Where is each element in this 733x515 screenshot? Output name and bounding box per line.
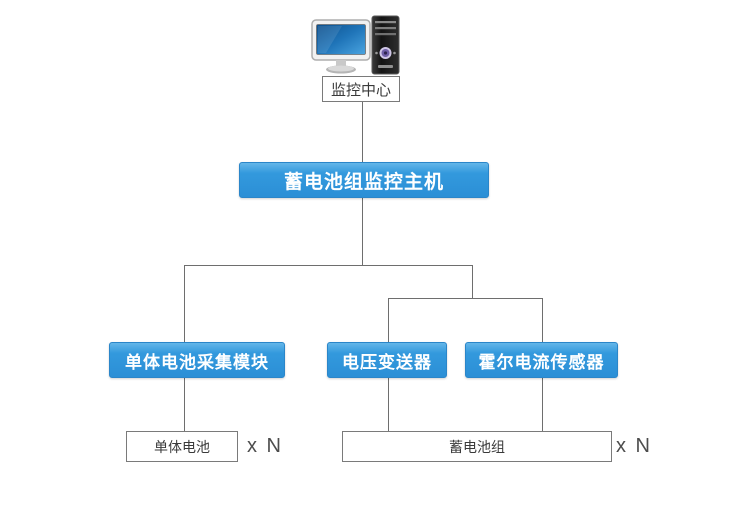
node-cell-collection-module: 单体电池采集模块 bbox=[109, 342, 285, 378]
node-single-cell-label: 单体电池 bbox=[154, 438, 210, 455]
node-cell-collection-module-label: 单体电池采集模块 bbox=[125, 352, 269, 372]
node-hall-current-sensor: 霍尔电流传感器 bbox=[465, 342, 618, 378]
monitor-icon bbox=[311, 19, 371, 74]
node-battery-pack: 蓄电池组 bbox=[342, 431, 612, 462]
connector-module-to-cell bbox=[184, 378, 185, 431]
node-battery-monitoring-host-label: 蓄电池组监控主机 bbox=[283, 171, 444, 193]
node-monitoring-center: 监控中心 bbox=[322, 76, 400, 102]
connector-branch-horizontal-2 bbox=[388, 298, 543, 299]
node-battery-monitoring-host: 蓄电池组监控主机 bbox=[239, 162, 489, 198]
connector-to-hall-sensor bbox=[542, 298, 543, 342]
node-battery-pack-label: 蓄电池组 bbox=[449, 438, 505, 455]
node-single-cell: 单体电池 bbox=[126, 431, 238, 462]
node-hall-current-sensor-label: 霍尔电流传感器 bbox=[478, 352, 605, 372]
node-voltage-transmitter: 电压变送器 bbox=[327, 342, 447, 378]
computer-icon bbox=[311, 15, 400, 75]
connector-hall-to-pack bbox=[542, 378, 543, 431]
connector-to-voltage-transmitter bbox=[388, 298, 389, 342]
tower-icon bbox=[371, 15, 400, 75]
connector-host-down bbox=[362, 198, 363, 265]
single-cell-multiplier: x N bbox=[247, 435, 283, 457]
connector-vt-to-pack bbox=[388, 378, 389, 431]
connector-branch-horizontal-1 bbox=[184, 265, 473, 266]
connector-right-branch-down bbox=[472, 265, 473, 299]
connector-left-branch-down bbox=[184, 265, 185, 342]
node-monitoring-center-label: 监控中心 bbox=[330, 81, 391, 99]
battery-pack-multiplier: x N bbox=[616, 435, 652, 457]
connector-center-to-host bbox=[362, 102, 363, 162]
node-voltage-transmitter-label: 电压变送器 bbox=[342, 352, 432, 372]
